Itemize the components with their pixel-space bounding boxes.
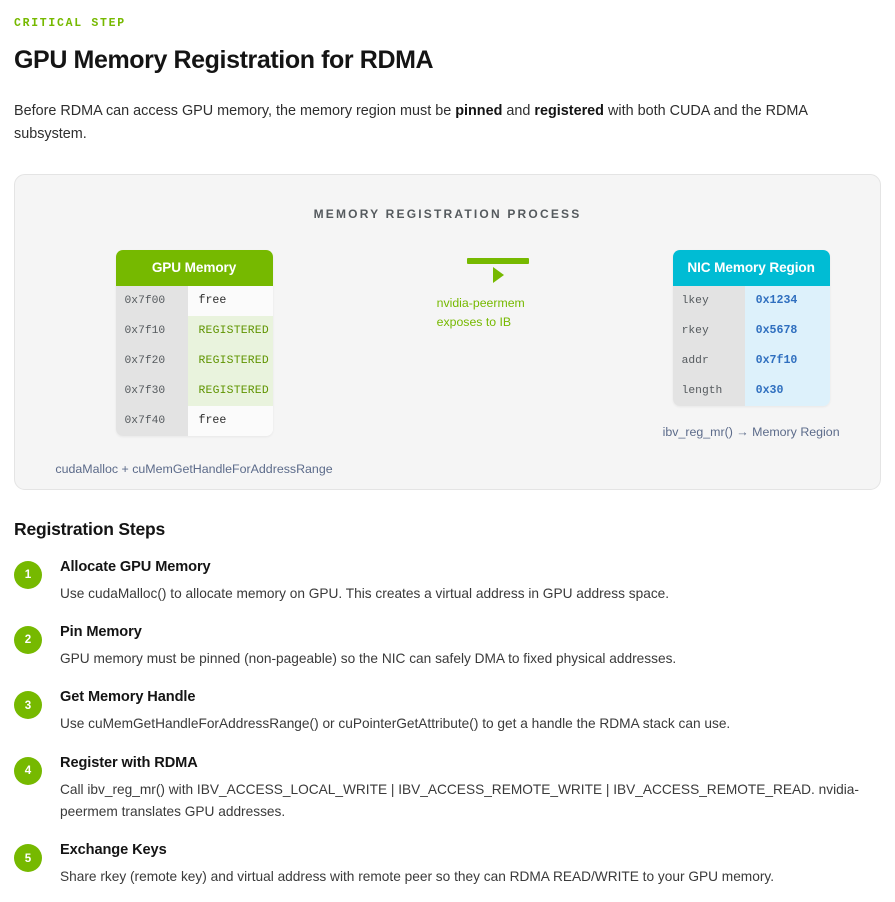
- diagram-card: MEMORY REGISTRATION PROCESS GPU Memory 0…: [14, 173, 881, 490]
- gpu-memory-status-registered: REGISTERED: [187, 315, 273, 346]
- step-description: Call ibv_reg_mr() with IBV_ACCESS_LOCAL_…: [60, 781, 859, 819]
- gpu-memory-address: 0x7f40: [115, 405, 188, 436]
- intro-bold-registered: registered: [534, 103, 604, 119]
- gpu-memory-status-free: free: [187, 405, 273, 436]
- gpu-memory-status-registered: REGISTERED: [187, 375, 273, 406]
- gpu-memory-table-header: GPU Memory: [115, 249, 273, 286]
- connector-label-line1: nvidia-peermem: [436, 295, 525, 310]
- step-number-badge: 2: [14, 625, 42, 654]
- gpu-memory-address: 0x7f30: [115, 375, 188, 406]
- nic-memory-field-value: 0x1234: [744, 285, 830, 316]
- intro-text-1: Before RDMA can access GPU memory, the m…: [14, 103, 456, 119]
- nic-memory-field-label: addr: [672, 345, 745, 376]
- step-title: Get Memory Handle: [60, 689, 196, 706]
- nic-memory-field-value: 0x5678: [744, 315, 830, 346]
- eyebrow-label: CRITICAL STEP: [14, 17, 126, 30]
- intro-text-2: and: [502, 103, 535, 119]
- nic-memory-caption: ibv_reg_mr() → Memory Region: [662, 424, 840, 439]
- nic-memory-field-value: 0x30: [744, 375, 830, 406]
- connector-label: nvidia-peermem exposes to IB: [437, 294, 559, 332]
- steps-section-title: Registration Steps: [14, 518, 166, 539]
- step-number-badge: 1: [14, 560, 42, 589]
- nic-memory-field-value: 0x7f10: [744, 345, 830, 376]
- nic-memory-field-label: rkey: [672, 315, 745, 346]
- step-title: Register with RDMA: [60, 754, 198, 771]
- step-description: Use cuMemGetHandleForAddressRange() or c…: [60, 716, 731, 732]
- gpu-memory-address: 0x7f20: [115, 345, 188, 376]
- step-number-badge: 5: [14, 844, 42, 873]
- peermem-connector: nvidia-peermem exposes to IB: [437, 250, 559, 332]
- gpu-memory-caption: cudaMalloc + cuMemGetHandleForAddressRan…: [55, 461, 333, 476]
- gpu-memory-status-registered: REGISTERED: [187, 345, 273, 376]
- connector-bar: [466, 257, 529, 264]
- step-number-badge: 3: [14, 691, 42, 720]
- step-description: Share rkey (remote key) and virtual addr…: [60, 869, 775, 885]
- diagram-title: MEMORY REGISTRATION PROCESS: [313, 206, 582, 221]
- step-title: Pin Memory: [60, 623, 142, 640]
- nic-memory-field-label: length: [672, 375, 745, 406]
- connector-label-line2: exposes to IB: [436, 314, 512, 329]
- step-description: GPU memory must be pinned (non-pageable)…: [60, 650, 677, 666]
- page-title: GPU Memory Registration for RDMA: [14, 46, 434, 74]
- intro-bold-pinned: pinned: [455, 103, 503, 119]
- step-number-badge: 4: [14, 756, 42, 785]
- intro-text-3: with both CUDA and the RDMA subsystem.: [14, 103, 808, 143]
- step-body: Register with RDMA Call ibv_reg_mr() with…: [60, 755, 882, 824]
- arrow-right-icon: [493, 266, 505, 283]
- nic-memory-table-header: NIC Memory Region: [672, 249, 830, 286]
- nic-memory-field-label: lkey: [672, 285, 745, 316]
- gpu-memory-address: 0x7f00: [115, 285, 188, 316]
- step-description: Use cudaMalloc() to allocate memory on G…: [60, 585, 670, 601]
- registration-step: 4 Register with RDMA Call ibv_reg_mr() wit…: [13, 755, 882, 824]
- gpu-memory-status-free: free: [187, 285, 273, 316]
- step-title: Exchange Keys: [60, 842, 167, 859]
- gpu-memory-address: 0x7f10: [115, 315, 188, 346]
- step-title: Allocate GPU Memory: [60, 558, 211, 575]
- intro-paragraph: Before RDMA can access GPU memory, the m…: [14, 100, 881, 147]
